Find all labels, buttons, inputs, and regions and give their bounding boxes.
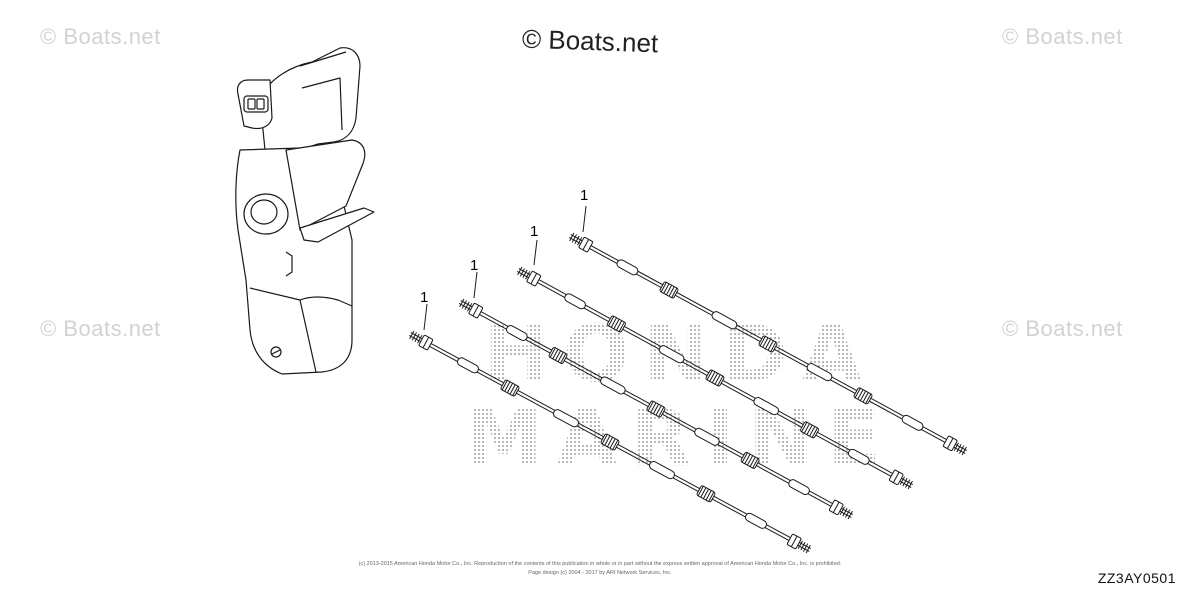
- callouts: 1 1 1 1: [420, 187, 588, 331]
- watermark-top-right: © Boats.net: [1002, 24, 1123, 49]
- callout-number-4: 1: [580, 187, 588, 204]
- watermark-top-left: © Boats.net: [40, 24, 161, 49]
- callout-leader-3: [533, 239, 538, 266]
- remote-control-box: [235, 47, 375, 375]
- callout-leader-4: [582, 205, 587, 233]
- copyright-line-2: Page design (c) 2004 - 2017 by ARI Netwo…: [528, 570, 672, 576]
- control-cable-4: [568, 232, 968, 456]
- callout-number-1: 1: [420, 289, 428, 306]
- callout-leader-1: [423, 303, 428, 331]
- callout-leader-2: [473, 271, 478, 299]
- control-cables: [409, 232, 968, 554]
- brand-logo-line2: MARINE: [445, 400, 915, 478]
- diagram-code: ZZ3AY0501: [1097, 570, 1176, 586]
- copyright-line-1: (c) 2013-2015 American Honda Motor Co., …: [358, 561, 842, 567]
- callout-number-2: 1: [470, 257, 478, 274]
- control-cable-3: [516, 266, 914, 490]
- control-cable-2: [458, 298, 854, 520]
- watermark-mid-right: © Boats.net: [1002, 316, 1123, 341]
- watermark-mid-left: © Boats.net: [40, 316, 161, 341]
- callout-number-3: 1: [530, 223, 538, 240]
- control-cable-1: [409, 330, 811, 554]
